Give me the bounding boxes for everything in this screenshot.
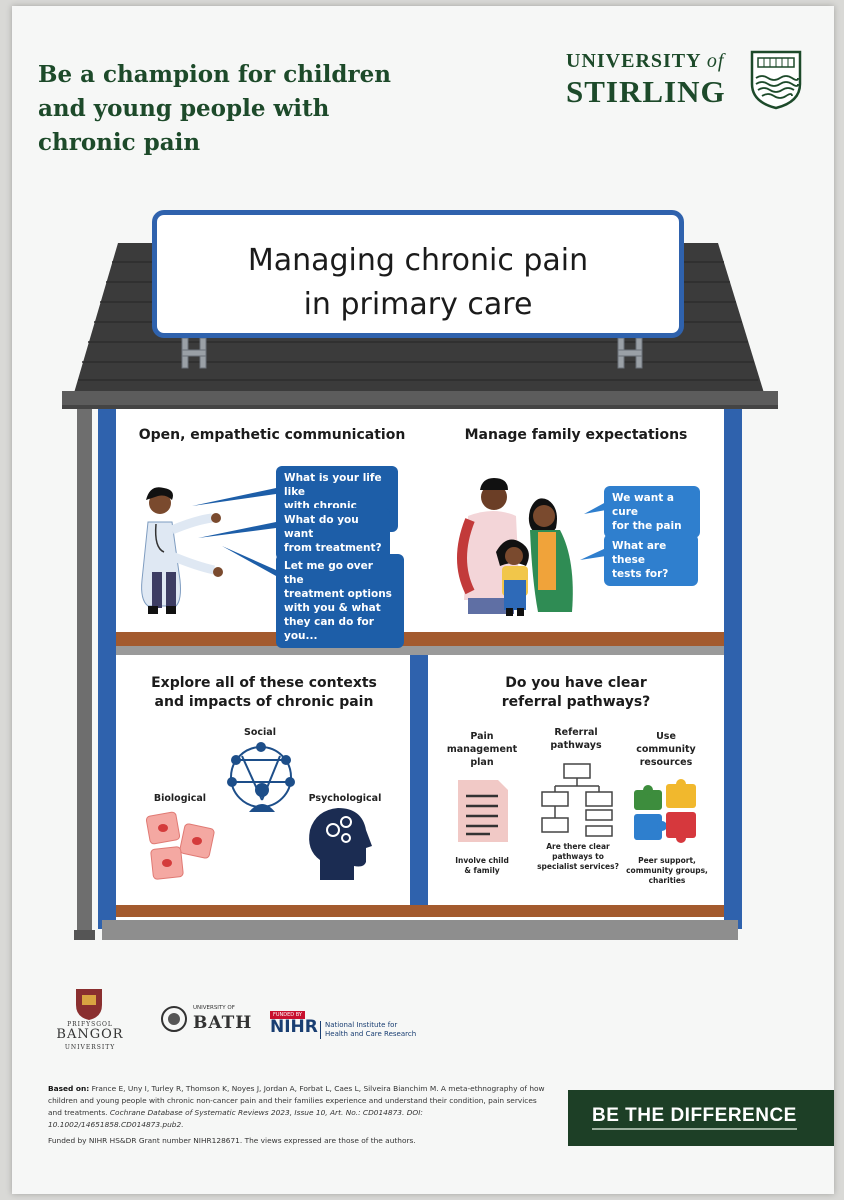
bath-prefix: UNIVERSITY OF [193, 1005, 235, 1011]
pathway-col-3-title: Use community resources [636, 731, 696, 768]
funding-statement: Funded by NIHR HS&DR Grant number NIHR12… [48, 1136, 416, 1145]
pain-plan-document-icon [458, 780, 508, 842]
reference-authors: France E, Uny I, Turley R, Thomson K, No… [91, 1084, 439, 1093]
headline: Be a champion for children and young peo… [38, 58, 458, 160]
doctor-figure [141, 487, 223, 614]
sign-brackets [181, 337, 643, 369]
based-on-label: Based on: [48, 1084, 90, 1093]
bangor-name: BANGOR [56, 1027, 124, 1042]
university-logo-line1: UNIVERSITY of [566, 50, 724, 73]
social-label: Social [244, 727, 276, 738]
pathway-col-2-caption: Are there clear pathways to specialist s… [537, 842, 619, 871]
bangor-shield-icon [76, 989, 102, 1020]
downpipe [77, 409, 92, 939]
community-puzzle-icon [634, 779, 696, 843]
headline-line-2: and young people with [38, 95, 330, 122]
university-of-word: of [706, 50, 725, 72]
bath-name: BATH [193, 1013, 253, 1033]
family-figure [457, 478, 573, 616]
bath-seal-icon [161, 1006, 187, 1032]
floor-beam-upper [116, 632, 724, 646]
reference-article: A meta-ethnography of how children and y… [48, 1084, 545, 1117]
bangor-suffix: UNIVERSITY [64, 1044, 116, 1051]
expectations-heading: Manage family expectations [464, 427, 688, 443]
biological-cells-icon [145, 811, 215, 880]
references: Based on: France E, Uny I, Turley R, Tho… [48, 1083, 548, 1131]
university-name: STIRLING [566, 74, 726, 109]
nihr-name: NIHR [270, 1017, 318, 1037]
be-the-difference-banner: BE THE DIFFERENCE [568, 1090, 834, 1146]
psychological-head-icon [309, 808, 372, 880]
pathway-col-1-title: Pain management plan [446, 731, 518, 768]
reference-citation: Art. No.: CD014873. DOI: 10.1002/1465185… [48, 1108, 423, 1129]
expectations-bubble-1: We want a cure for the pain [604, 486, 700, 538]
floor-beam-lower [116, 905, 724, 917]
communication-heading: Open, empathetic communication [138, 427, 406, 443]
main-title: Managing chronic pain in primary care [247, 243, 589, 322]
pathways-heading: Do you have clear referral pathways? [501, 675, 651, 710]
pathway-col-1-caption: Involve child & family [455, 856, 509, 875]
title-sign: Managing chronic pain in primary care [152, 210, 684, 338]
contexts-heading: Explore all of these contexts and impact… [151, 675, 377, 710]
communication-bubble-2: What do you want from treatment? [276, 508, 390, 560]
referral-flowchart-icon [541, 763, 613, 837]
headline-line-1: Be a champion for children [38, 61, 391, 88]
communication-bubble-3: Let me go over the treatment options wit… [276, 554, 404, 648]
pathway-col-2-title: Referral pathways [550, 727, 602, 751]
biological-label: Biological [153, 793, 207, 804]
reference-journal: Cochrane Database of Systematic Reviews … [109, 1108, 328, 1117]
university-of-stirling-logo: UNIVERSITY of STIRLING [566, 50, 806, 112]
bangor-prefix: PRIFYSGOL [67, 1021, 113, 1028]
expectations-bubble-2: What are these tests for? [604, 534, 698, 586]
university-word: UNIVERSITY [566, 50, 701, 72]
psychological-label: Psychological [308, 793, 382, 804]
nihr-funded-badge: FUNDED BY [270, 1011, 305, 1019]
be-the-difference-text: BE THE DIFFERENCE [592, 1105, 797, 1130]
headline-line-3: chronic pain [38, 129, 201, 156]
nihr-full-name: National Institute for Health and Care R… [320, 1021, 416, 1039]
partner-logos: PRIFYSGOL BANGOR UNIVERSITY UNIVERSITY O… [48, 985, 428, 1060]
pathway-col-3-caption: Peer support, community groups, charitie… [626, 856, 708, 885]
gutter [62, 391, 778, 409]
stirling-crest-icon [750, 50, 802, 110]
